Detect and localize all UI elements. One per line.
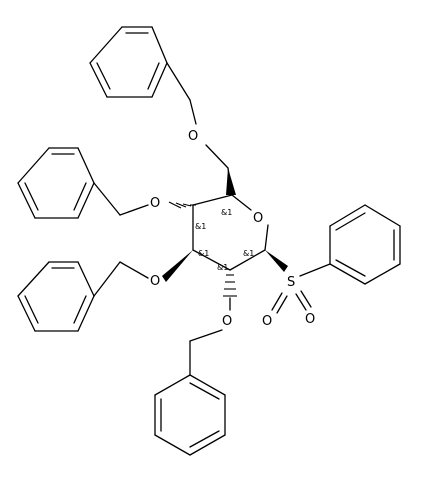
bond (295, 293, 307, 311)
bond (329, 263, 366, 285)
bond (192, 249, 231, 271)
benzyl-ring-top (89, 26, 168, 98)
wedge-bond (265, 250, 288, 272)
bond (77, 182, 95, 219)
bond (17, 261, 50, 297)
bond (189, 430, 220, 448)
bond (24, 182, 39, 211)
bond (299, 263, 331, 277)
pyranose-ring (192, 194, 269, 271)
atom-label-sulfur: S (287, 275, 295, 290)
bond (189, 434, 226, 456)
atom-label-oxygen: O (222, 314, 232, 329)
benzyl-ring-bottom (154, 374, 226, 456)
atom-label-oxygen: O (305, 312, 315, 327)
bond (264, 224, 269, 251)
stereo-label: &1 (198, 249, 209, 258)
bond (335, 212, 366, 231)
benzyl-ring-upper-left (17, 147, 95, 219)
bond (189, 99, 197, 125)
stereo-label: &1 (217, 263, 228, 272)
bond (147, 62, 160, 90)
wedge-bond (226, 168, 236, 195)
bond (229, 249, 266, 271)
bond (73, 182, 87, 211)
atom-label-oxygen: O (188, 129, 198, 144)
bond (335, 259, 366, 277)
atom-label-ring-oxygen: O (253, 211, 263, 226)
bond (89, 62, 108, 98)
bond (17, 182, 36, 219)
bond (231, 194, 252, 211)
atom-label-oxygen: O (150, 274, 160, 289)
phenyl-ring-sulfonyl (329, 204, 401, 285)
bond (24, 295, 39, 324)
bond (89, 26, 123, 64)
bond (364, 263, 401, 285)
bond (119, 204, 149, 216)
stereo-label: &1 (195, 222, 206, 231)
hashed-bond (223, 274, 237, 297)
stereo-label: &1 (221, 208, 232, 217)
bond (73, 295, 87, 324)
bond (96, 62, 111, 90)
bond (77, 261, 95, 297)
bond (271, 292, 283, 311)
bond (154, 374, 191, 396)
bond (364, 204, 401, 227)
bond (93, 261, 121, 297)
benzyl-ring-lower-left (17, 261, 95, 332)
hashed-bond (168, 201, 196, 209)
bond (119, 261, 149, 279)
bond (93, 182, 121, 216)
bond (151, 62, 168, 98)
bond (329, 204, 366, 227)
bond (154, 434, 191, 456)
wedge-bond (162, 250, 193, 282)
bond (276, 295, 288, 314)
bond (189, 374, 226, 396)
stereo-label: &1 (243, 249, 254, 258)
bond (77, 147, 95, 184)
bond (151, 26, 168, 64)
bond (189, 382, 220, 400)
bond (77, 295, 95, 332)
bond (205, 144, 229, 169)
bond (17, 147, 50, 184)
bond (300, 290, 312, 308)
bond (166, 62, 191, 101)
bond (17, 295, 36, 332)
bond (192, 194, 233, 206)
bond (189, 329, 223, 342)
atom-label-oxygen: O (262, 314, 272, 329)
atom-label-oxygen: O (150, 196, 160, 211)
